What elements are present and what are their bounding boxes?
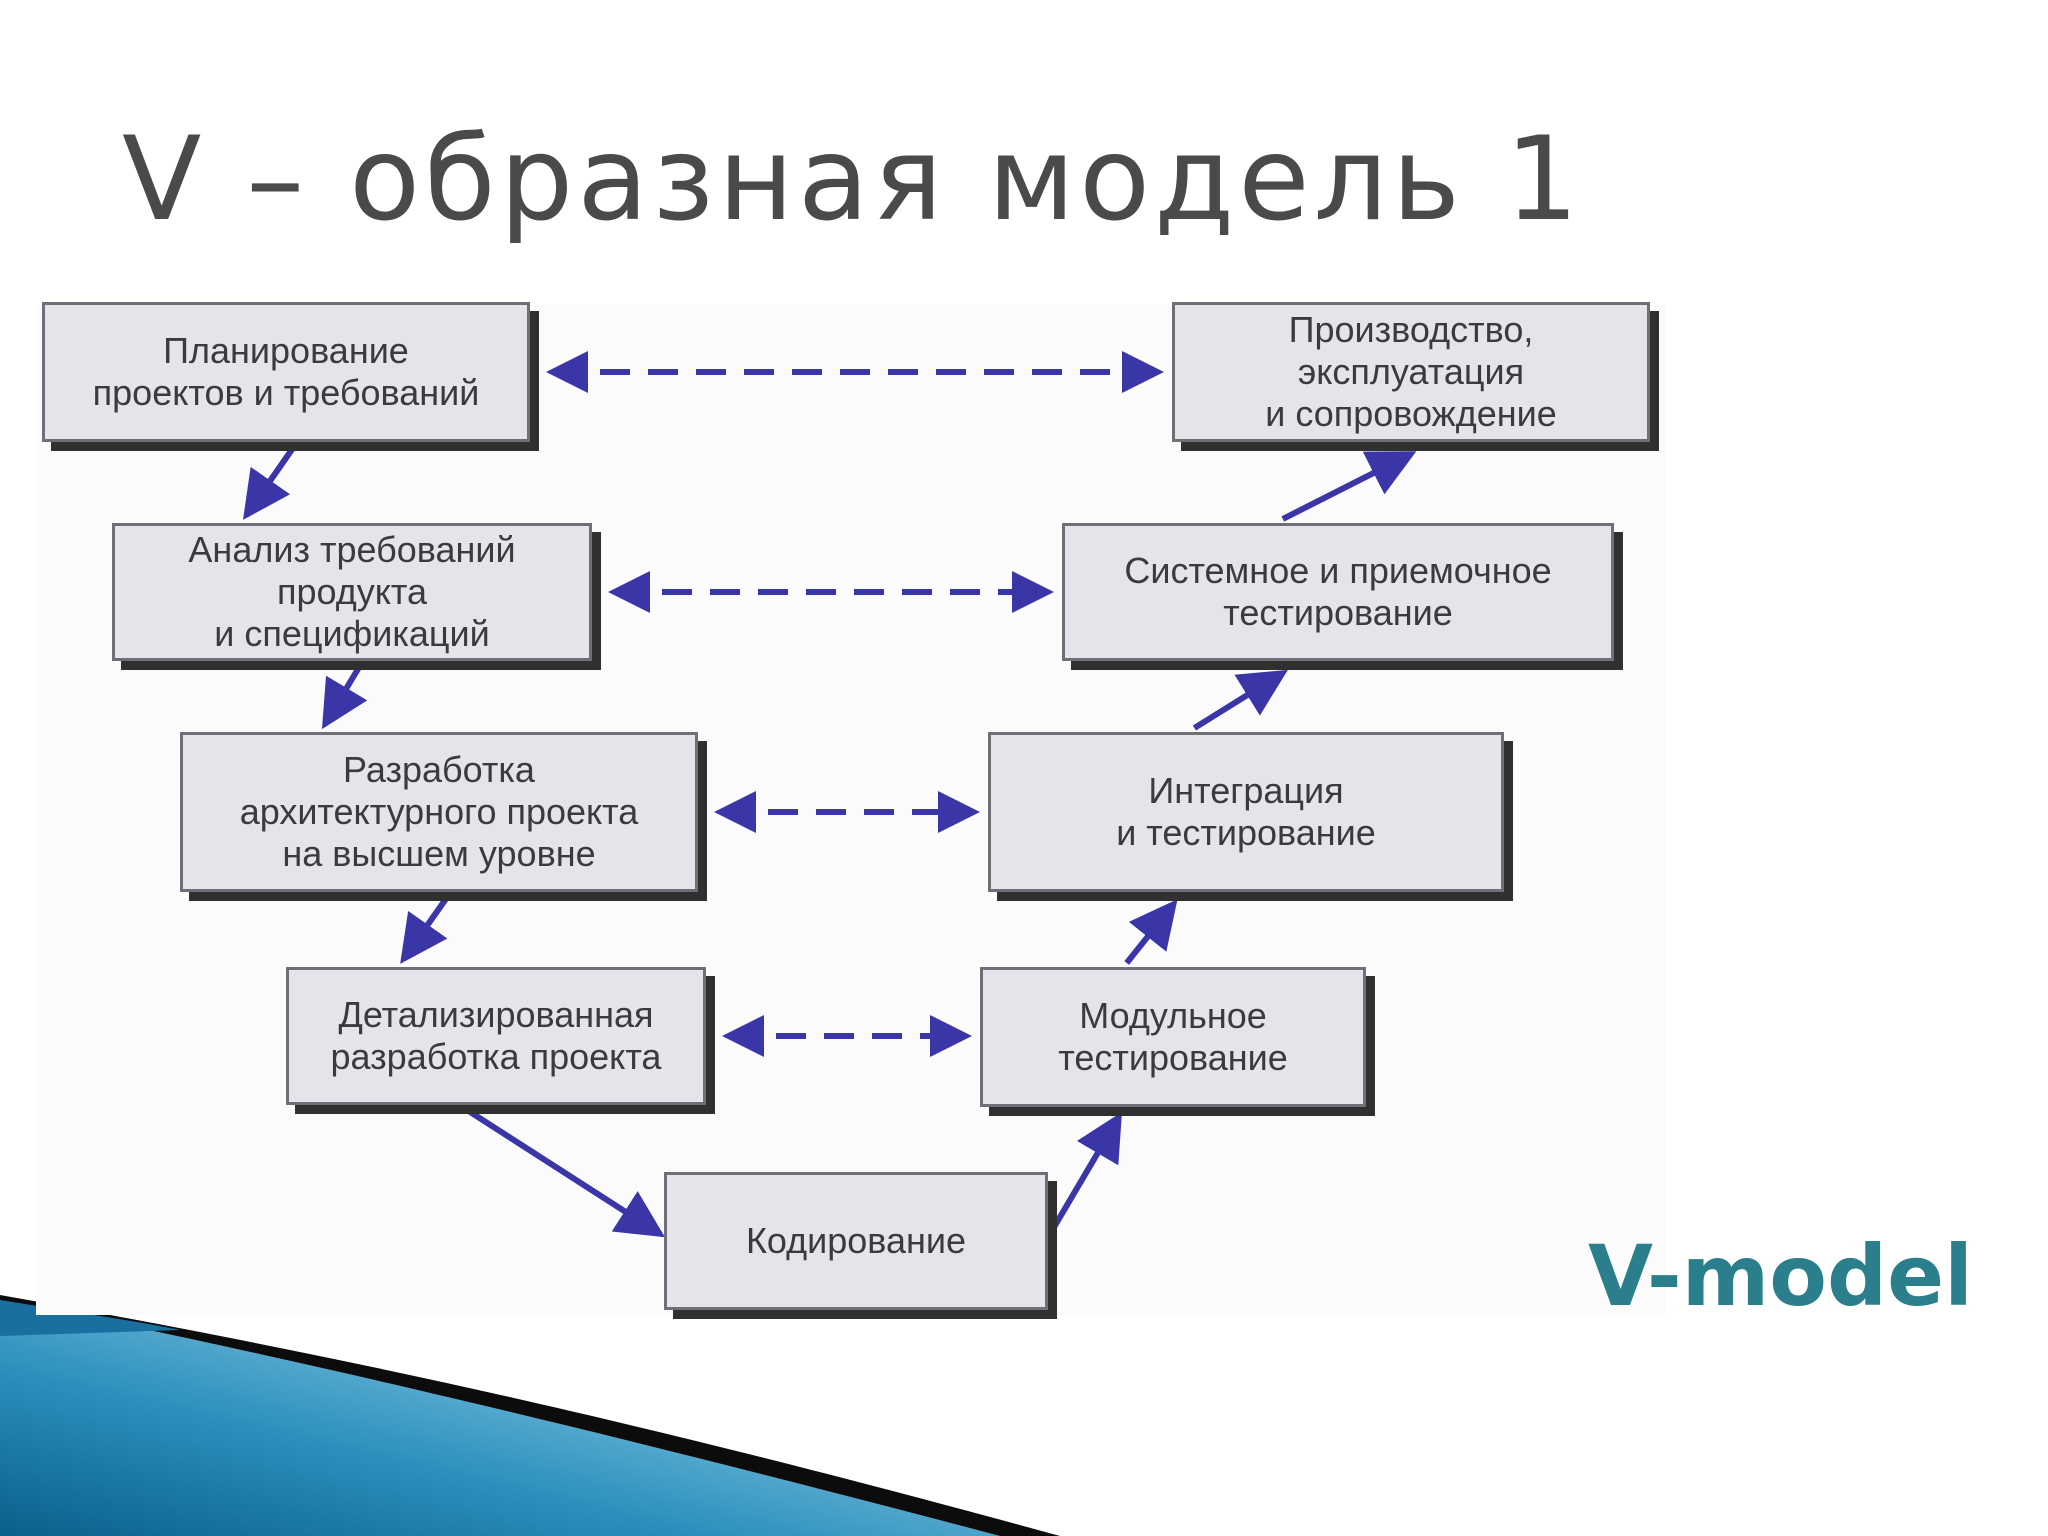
flow-arrow-system-testing-to-production [1281, 451, 1417, 522]
flow-arrow-requirements-analysis-to-architecture-design [321, 661, 368, 730]
flow-arrow-integration-testing-to-system-testing [1192, 669, 1288, 731]
flow-arrow-architecture-design-to-detailed-design [400, 892, 452, 964]
flow-arrow-unit-testing-to-integration-testing [1124, 899, 1178, 965]
stage-integration-testing: Интеграция и тестирование [988, 732, 1504, 892]
stage-architecture-design: Разработка архитектурного проекта на выс… [180, 732, 698, 892]
v-model-caption: V-model [1588, 1227, 1973, 1325]
stage-unit-testing: Модульное тестирование [980, 967, 1366, 1107]
stage-planning: Планирование проектов и требований [42, 302, 530, 442]
stage-production: Производство, эксплуатация и сопровожден… [1172, 302, 1650, 442]
stage-requirements-analysis: Анализ требований продукта и спецификаци… [112, 523, 592, 661]
stage-detailed-design: Детализированная разработка проекта [286, 967, 706, 1105]
flow-arrow-detailed-design-to-coding [460, 1104, 666, 1238]
flow-arrow-coding-to-unit-testing [1047, 1111, 1123, 1236]
stage-coding: Кодирование [664, 1172, 1048, 1310]
slide-title: V – образная модель 1 [122, 112, 1583, 247]
stage-system-testing: Системное и приемочное тестирование [1062, 523, 1614, 661]
flow-arrow-planning-to-requirements-analysis [242, 442, 299, 520]
